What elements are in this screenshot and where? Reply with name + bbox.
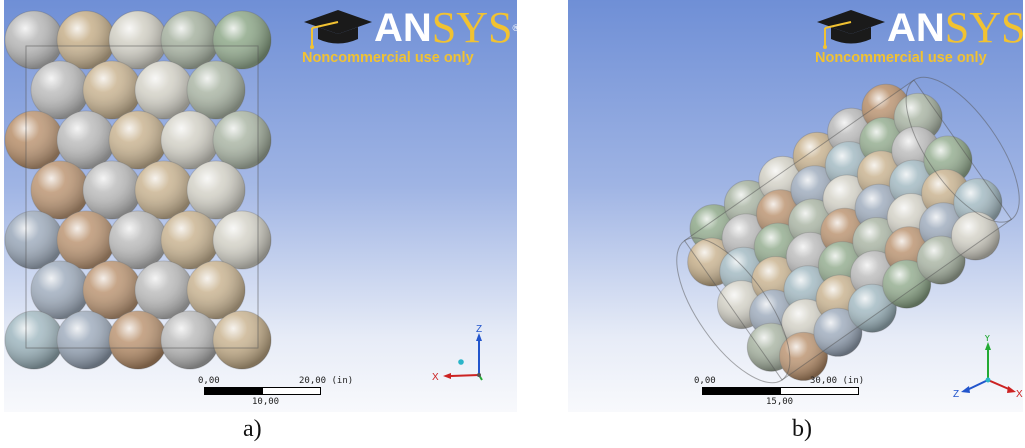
axis-label-x: X — [1016, 389, 1023, 400]
brand-an: AN — [887, 6, 945, 50]
sphere-packing-vertical-cylinder — [4, 10, 272, 370]
sphere-shading — [5, 111, 63, 169]
sphere-shading — [813, 308, 862, 357]
axis-label-y: Y — [984, 335, 991, 344]
scale-right-label: 30,00 (in) — [810, 376, 865, 386]
scale-left-label: 0,00 — [198, 376, 220, 386]
sphere-shading — [31, 61, 89, 119]
sphere-shading — [83, 61, 141, 119]
axis-triad[interactable]: Z X — [429, 325, 499, 390]
sphere-shading — [161, 111, 219, 169]
sphere-shading — [917, 236, 966, 285]
sphere-shading — [109, 211, 167, 269]
viewport-b[interactable]: AN SYS ® Noncommercial use only 0,00 30,… — [568, 0, 1023, 412]
caption-b: b) — [792, 416, 812, 442]
ansys-logo: AN SYS ® Noncommercial use only — [302, 3, 518, 67]
sphere-shading — [57, 111, 115, 169]
sphere-shading — [951, 212, 1000, 260]
sphere-shading — [5, 11, 63, 69]
sphere-shading — [31, 161, 89, 219]
sphere-shading — [187, 261, 245, 319]
sphere-shading — [57, 211, 115, 269]
sphere-shading — [109, 11, 167, 69]
axis-label-z: Z — [476, 325, 482, 335]
sphere-shading — [31, 261, 89, 319]
sphere-shading — [5, 311, 63, 369]
viewport-a[interactable]: AN SYS ® Noncommercial use only 0,00 20,… — [4, 0, 517, 412]
sphere-shading — [213, 311, 271, 369]
sphere-shading — [109, 311, 167, 369]
scale-bar: 0,00 20,00 (in) 10,00 — [196, 376, 353, 410]
scale-mid-label: 15,00 — [766, 397, 794, 407]
scale-bar-graphic — [702, 387, 859, 395]
axis-label-z: Z — [953, 389, 959, 400]
scale-right-label: 20,00 (in) — [299, 376, 354, 386]
scale-left-label: 0,00 — [694, 376, 716, 386]
ansys-logo: AN SYS ® Noncommercial use only — [815, 3, 1023, 67]
graduation-cap-icon — [304, 10, 372, 49]
axis-label-x: X — [432, 372, 439, 383]
logo-tagline: Noncommercial use only — [815, 50, 987, 66]
sphere-shading — [161, 11, 219, 69]
sphere-shading — [135, 61, 193, 119]
sphere-shading — [109, 111, 167, 169]
brand-sys: SYS — [944, 3, 1023, 52]
scale-bar-graphic — [204, 387, 321, 395]
sphere-shading — [187, 161, 245, 219]
brand-sys: SYS — [431, 3, 513, 52]
scale-mid-label: 10,00 — [252, 397, 280, 407]
sphere-shading — [213, 211, 271, 269]
sphere-packing-tilted-cylinder — [676, 76, 1020, 384]
sphere-shading — [135, 261, 193, 319]
sphere-shading — [83, 261, 141, 319]
cylinder-outline — [676, 76, 1020, 384]
sphere-shading — [135, 161, 193, 219]
logo-tagline: Noncommercial use only — [302, 50, 474, 66]
caption-a: a) — [243, 416, 262, 442]
sphere-shading — [213, 111, 271, 169]
sphere-shading — [5, 211, 63, 269]
sphere-shading — [848, 284, 897, 333]
sphere-shading — [57, 311, 115, 369]
sphere-shading — [213, 11, 271, 69]
sphere-shading — [83, 161, 141, 219]
sphere-shading — [779, 332, 828, 381]
scale-bar: 0,00 30,00 (in) 15,00 — [692, 376, 865, 410]
brand-an: AN — [374, 6, 432, 50]
sphere-shading — [161, 311, 219, 369]
graduation-cap-icon — [817, 10, 885, 49]
sphere-shading — [882, 260, 931, 309]
axis-triad[interactable]: Y Z X — [953, 335, 1023, 400]
sphere-shading — [161, 211, 219, 269]
sphere-shading — [57, 11, 115, 69]
registered-mark: ® — [512, 23, 518, 33]
cylinder-outline — [25, 45, 259, 349]
sphere-shading — [187, 61, 245, 119]
